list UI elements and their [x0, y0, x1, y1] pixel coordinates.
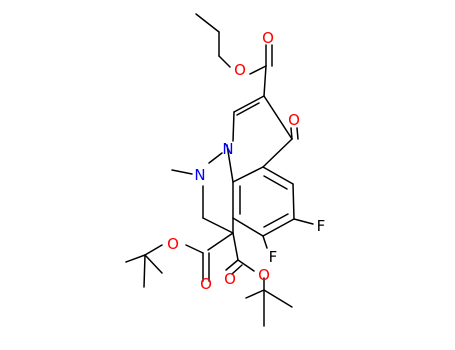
bond — [290, 127, 293, 140]
ketone-oxygen-label: O — [288, 111, 300, 129]
left-ester-oxygen-label: O — [167, 235, 179, 253]
bond — [144, 254, 163, 274]
atom-label-layer: O O O N N F F O O O O — [167, 29, 325, 293]
bond — [195, 13, 220, 33]
bond — [143, 254, 146, 288]
bond — [125, 254, 146, 263]
bond — [263, 95, 293, 140]
bond — [226, 144, 234, 183]
ring-nitrogen-label: N — [222, 140, 233, 158]
bond — [208, 152, 223, 164]
fluorine-label-right: F — [317, 217, 326, 235]
bond — [263, 65, 267, 97]
bond — [202, 217, 234, 234]
bond — [245, 289, 265, 299]
bond — [225, 259, 239, 271]
bond — [231, 264, 243, 275]
bond — [171, 169, 193, 175]
bond-layer — [125, 13, 314, 327]
right-carbonyl-oxygen-label: O — [224, 270, 236, 288]
bond — [233, 95, 265, 113]
bond — [218, 55, 231, 68]
bond — [144, 244, 163, 256]
bond — [249, 65, 267, 75]
bond — [232, 217, 264, 237]
bond — [296, 127, 299, 140]
bond — [263, 289, 293, 308]
ester-oxygen-label: O — [234, 61, 246, 79]
bond — [232, 111, 235, 142]
bond — [263, 175, 288, 190]
left-carbonyl-oxygen-label: O — [200, 275, 212, 293]
bond — [232, 166, 264, 183]
methyl-nitrogen-label: N — [194, 166, 205, 184]
bond — [262, 235, 268, 249]
bond — [236, 102, 260, 116]
carbonyl-oxygen-label: O — [262, 29, 274, 47]
bond — [232, 232, 239, 261]
bond — [207, 232, 234, 251]
bond — [262, 138, 293, 168]
right-ester-oxygen-label: O — [258, 266, 270, 284]
bond — [292, 183, 295, 220]
bond — [263, 213, 289, 228]
bond — [237, 259, 255, 272]
bond — [262, 166, 294, 185]
bond — [262, 218, 295, 237]
bond — [185, 244, 204, 254]
bond — [293, 218, 314, 225]
fluorine-label-lower: F — [269, 248, 278, 266]
